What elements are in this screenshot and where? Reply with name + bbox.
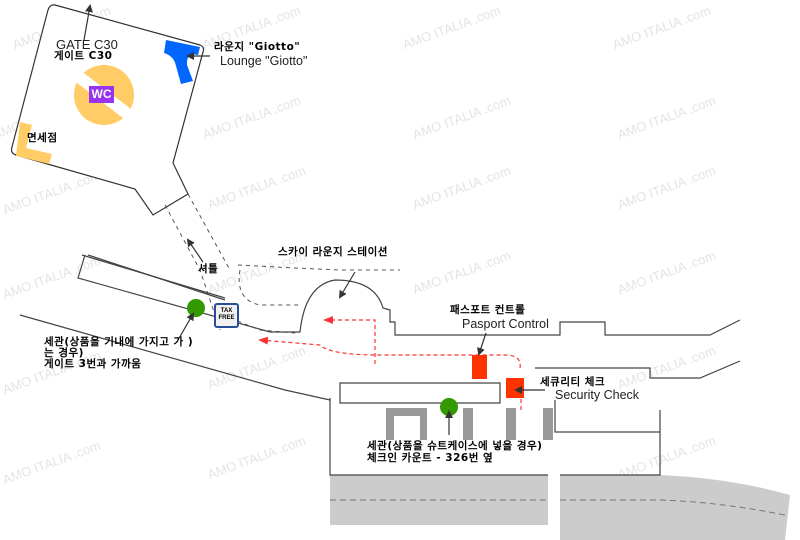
lounge-label-kr: 라운지 "Giotto" [214, 41, 301, 53]
security-check-marker [506, 378, 524, 398]
customs-checked-label-1: 세관(상품을 슈트케이스에 넣을 경우) [367, 440, 543, 452]
duty-free-label: 면세점 [27, 132, 58, 144]
lounge-giotto-marker [164, 40, 200, 84]
customs-carryon-label-1: 세관(상품을 기내에 가지고 가 ) [44, 336, 194, 348]
road [330, 475, 790, 540]
customs-carryon-label-2: 는 경우) [44, 347, 84, 359]
tax-free-icon: TAX FREE [214, 303, 239, 328]
customs-checked-label-2: 체크인 카운트 - 326번 옆 [367, 452, 494, 464]
passport-arrow [477, 332, 487, 356]
west-wing-wall [87, 254, 226, 301]
sky-lounge-station-label: 스카이 라운지 스테이션 [278, 246, 388, 258]
customs-carryon-label-3: 게이트 3번과 가까움 [44, 358, 142, 370]
tax-free-text-line1: TAX [220, 308, 233, 314]
gate-label-en: GATE C30 [56, 37, 118, 52]
passport-control-label-en: Pasport Control [462, 317, 549, 331]
wc-badge: WC [89, 86, 114, 103]
customs-carryon-arrow [177, 312, 194, 341]
passport-control-label-kr: 패스포트 컨트롤 [450, 304, 526, 316]
shuttle-label: 셔틀 [198, 263, 219, 275]
customs-checked-marker [440, 398, 458, 416]
gate-arrow [83, 4, 93, 41]
shuttle-arrow [186, 238, 204, 263]
security-check-label-en: Security Check [555, 388, 640, 402]
lounge-label-en: Lounge "Giotto" [220, 54, 308, 68]
terminal-walls [19, 254, 741, 476]
sky-lounge-arrow [338, 271, 356, 299]
shuttle-corridor [164, 193, 400, 334]
tax-free-text-line2: FREE [218, 314, 235, 321]
check-in-counters [386, 408, 553, 440]
gate-label-kr: 게이트 C30 [54, 50, 113, 62]
security-check-label-kr: 세큐리티 체크 [540, 376, 606, 388]
passport-control-marker [472, 355, 487, 379]
customs-carryon-marker [187, 299, 205, 317]
duty-free-marker [16, 122, 52, 164]
